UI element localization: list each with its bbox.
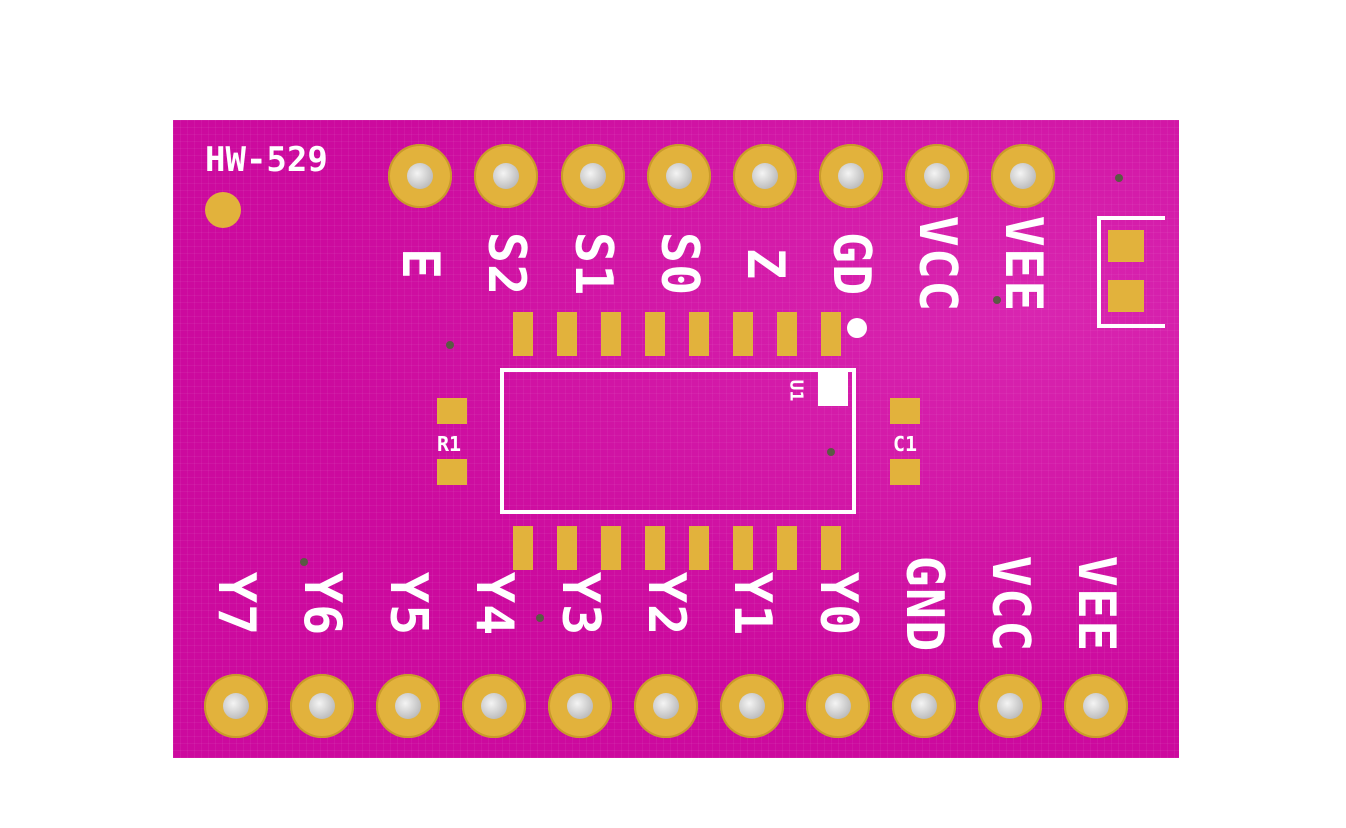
- through-hole-pad: [720, 674, 784, 738]
- pin-label: VEE: [1066, 555, 1126, 653]
- via: [446, 341, 454, 349]
- through-hole-pad: [548, 674, 612, 738]
- ic-pad: [513, 312, 533, 356]
- via: [993, 296, 1001, 304]
- solder-jumper-pad-b: [1108, 280, 1144, 312]
- ic-pin1-marker: [818, 372, 848, 406]
- ic-designator: U1: [785, 379, 807, 402]
- through-hole-pad: [892, 674, 956, 738]
- via: [1115, 174, 1123, 182]
- pin-label: VEE: [993, 215, 1053, 313]
- through-hole-pad: [905, 144, 969, 208]
- through-hole-pad: [991, 144, 1055, 208]
- capacitor-pad-top: [890, 398, 920, 424]
- through-hole-pad: [376, 674, 440, 738]
- via: [536, 614, 544, 622]
- ic-pad: [733, 526, 753, 570]
- ic-pad: [601, 312, 621, 356]
- pin-label: E: [390, 247, 450, 281]
- orientation-dot: [847, 318, 867, 338]
- pin-label: VCC: [980, 555, 1040, 653]
- pin-label: S2: [476, 231, 536, 297]
- ic-pad: [513, 526, 533, 570]
- board-model-label: HW-529: [205, 140, 328, 180]
- through-hole-pad: [647, 144, 711, 208]
- ic-pad: [777, 526, 797, 570]
- through-hole-pad: [462, 674, 526, 738]
- through-hole-pad: [978, 674, 1042, 738]
- through-hole-pad: [819, 144, 883, 208]
- capacitor-designator: C1: [893, 432, 918, 456]
- pin-label: S1: [563, 231, 623, 297]
- capacitor-pad-bottom: [890, 459, 920, 485]
- pin-label: Y3: [550, 571, 610, 637]
- resistor-pad-bottom: [437, 459, 467, 485]
- ic-pad: [733, 312, 753, 356]
- through-hole-pad: [388, 144, 452, 208]
- through-hole-pad: [204, 674, 268, 738]
- through-hole-pad: [733, 144, 797, 208]
- solder-jumper-outline: [1097, 216, 1165, 328]
- ic-outline: [500, 368, 856, 514]
- ic-pad: [689, 312, 709, 356]
- ic-pad: [601, 526, 621, 570]
- ic-pad: [821, 526, 841, 570]
- solder-jumper-pad-a: [1108, 230, 1144, 262]
- ic-pad: [821, 312, 841, 356]
- ic-pad: [645, 312, 665, 356]
- through-hole-pad: [474, 144, 538, 208]
- ic-pad: [689, 526, 709, 570]
- pin-label: Y0: [808, 571, 868, 637]
- pcb-board: HW-529 E S2 S1 S0 Z GD VCC VEE Y7 Y6 Y5 Y4 Y3 Y2 Y1 Y0…: [173, 120, 1179, 758]
- via: [300, 558, 308, 566]
- pin-label: Y1: [722, 571, 782, 637]
- pin-label: GD: [821, 231, 881, 297]
- via: [827, 448, 835, 456]
- through-hole-pad: [561, 144, 625, 208]
- resistor-designator: R1: [437, 432, 462, 456]
- pin-label: S0: [649, 231, 709, 297]
- through-hole-pad: [806, 674, 870, 738]
- pin-label: Y6: [292, 571, 352, 637]
- ic-pad: [777, 312, 797, 356]
- pin-label: Y2: [636, 571, 696, 637]
- pin1-marker-dot: [205, 192, 241, 228]
- through-hole-pad: [1064, 674, 1128, 738]
- pin-label: Y5: [378, 571, 438, 637]
- ic-pad: [645, 526, 665, 570]
- ic-pad: [557, 526, 577, 570]
- pin-label: Y7: [206, 571, 266, 637]
- pin-label: Y4: [464, 571, 524, 637]
- through-hole-pad: [290, 674, 354, 738]
- through-hole-pad: [634, 674, 698, 738]
- pin-label: Z: [735, 247, 795, 281]
- ic-pad: [557, 312, 577, 356]
- pin-label: VCC: [907, 215, 967, 313]
- pin-label: GND: [894, 555, 954, 653]
- resistor-pad-top: [437, 398, 467, 424]
